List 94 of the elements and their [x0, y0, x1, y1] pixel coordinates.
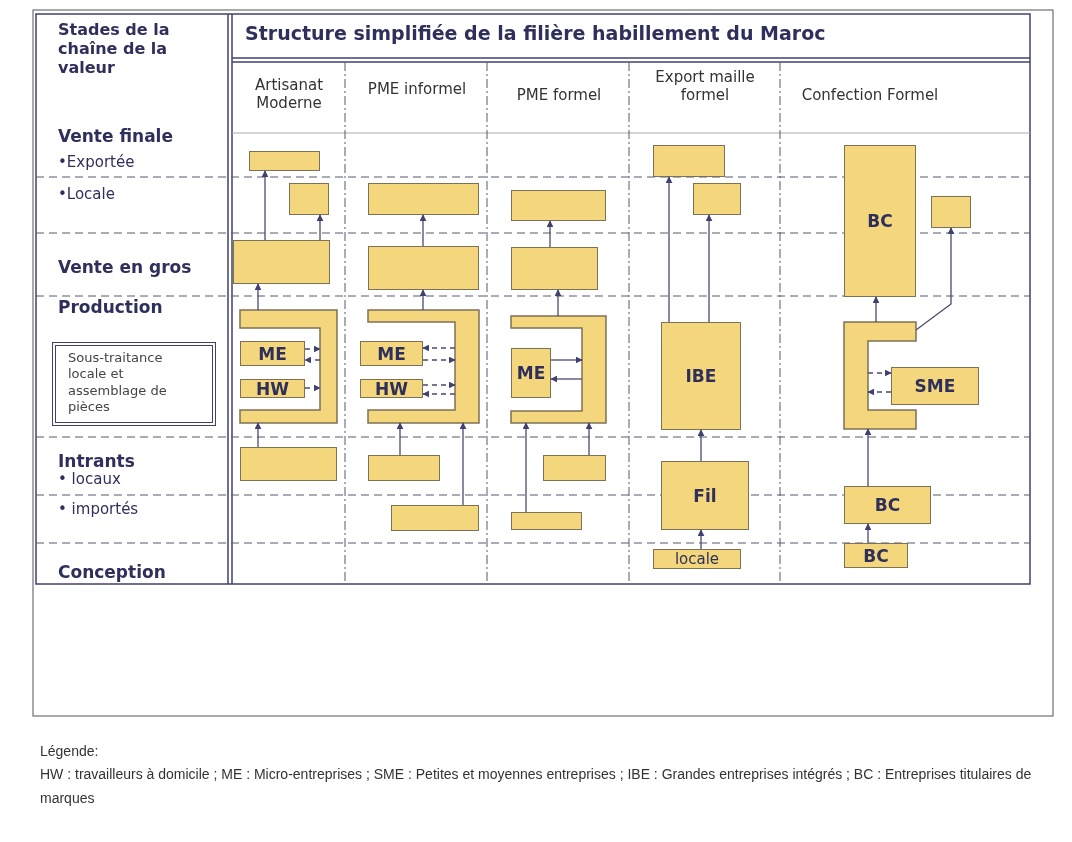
arrow [522, 422, 530, 513]
unit-label: ME [516, 363, 546, 383]
row-header: Stades de la chaîne de la valeur [58, 20, 171, 78]
arrow [915, 227, 955, 331]
row-header: Production [58, 297, 164, 318]
arrow [697, 429, 705, 462]
unit-label: HW [256, 378, 289, 399]
unit-box [543, 455, 606, 481]
unit-label: HW [375, 378, 408, 399]
production-bracket [240, 310, 337, 423]
arrow [546, 220, 554, 248]
unit-box [511, 190, 606, 221]
row-header: •Locale [58, 185, 116, 203]
unit-box [368, 455, 440, 481]
unit-label: ME [258, 343, 287, 364]
column-header: PME formel [515, 86, 603, 104]
unit-label: locale [674, 550, 720, 568]
arrow [304, 345, 321, 353]
arrow [864, 523, 872, 544]
row-header: Conception [58, 562, 167, 583]
unit-box [661, 461, 749, 530]
unit-box [511, 247, 598, 290]
column-header: Artisanat Moderne [253, 76, 325, 112]
unit-box [233, 240, 330, 284]
production-bracket [844, 322, 916, 429]
unit-box [661, 322, 741, 430]
unit-label: Fil [693, 485, 717, 506]
unit-box [368, 183, 479, 215]
arrow [585, 422, 593, 456]
arrow [550, 356, 583, 364]
arrow [459, 422, 467, 506]
arrow [867, 369, 892, 377]
unit-label: BC [874, 495, 901, 515]
arrow [316, 214, 324, 241]
unit-box [844, 543, 908, 568]
unit-box [240, 447, 337, 481]
arrow [261, 170, 269, 241]
row-header: Intrants [58, 451, 136, 472]
unit-box [240, 379, 305, 398]
production-bracket [368, 310, 479, 423]
unit-label: SME [914, 376, 956, 396]
row-header: Vente en gros [58, 257, 193, 278]
unit-box [289, 183, 329, 215]
arrow [422, 344, 456, 352]
arrow [705, 214, 713, 323]
unit-box [360, 379, 423, 398]
arrow [396, 422, 404, 456]
unit-label: IBE [685, 366, 717, 386]
arrow [867, 388, 892, 396]
unit-box [511, 512, 582, 530]
column-header: Confection Formel [800, 86, 940, 104]
unit-box [844, 145, 916, 297]
arrow [304, 356, 321, 364]
arrow [872, 296, 880, 323]
arrow [254, 283, 262, 311]
unit-box [360, 341, 423, 366]
stage-box [52, 342, 216, 426]
unit-box [368, 246, 479, 290]
title: Structure simplifiée de la filière habillement du Maroc [245, 22, 826, 44]
row-header: • importés [58, 500, 140, 518]
arrow [864, 428, 872, 487]
arrow [550, 375, 583, 383]
arrow [422, 390, 456, 398]
unit-box [653, 549, 741, 569]
arrow [254, 422, 262, 448]
arrow [304, 384, 321, 392]
arrow [422, 356, 456, 364]
arrow [419, 214, 427, 247]
unit-box [249, 151, 320, 171]
arrow [422, 381, 456, 389]
unit-box [693, 183, 741, 215]
stage-text: Sous-traitance locale et assemblage de pièces [68, 350, 167, 414]
production-bracket [511, 316, 606, 423]
unit-label: ME [377, 343, 406, 364]
unit-box [844, 486, 931, 524]
column-header: PME informel [366, 80, 468, 98]
unit-box [891, 367, 979, 405]
unit-box [653, 145, 725, 177]
arrow [697, 529, 705, 550]
unit-box [240, 341, 305, 366]
row-header: •Exportée [58, 153, 136, 171]
row-header: Vente finale [58, 126, 174, 147]
column-header: Export maille formel [654, 68, 756, 104]
unit-label: BC [863, 545, 889, 566]
unit-box [511, 348, 551, 398]
arrow [665, 176, 673, 323]
row-header: • locaux [58, 470, 122, 488]
unit-box [391, 505, 479, 531]
arrow [419, 289, 427, 311]
arrow [554, 289, 562, 317]
legend-text: HW : travailleurs à domicile ; ME : Micro-entreprises ; SME : Petites et moyennes entreprises ; IBE : Grandes entreprises intégrés ; BC : Entreprises titulaires de marques [40, 765, 1033, 808]
unit-box [931, 196, 971, 228]
legend-text: Légende: [40, 742, 99, 761]
unit-label: BC [867, 211, 893, 231]
